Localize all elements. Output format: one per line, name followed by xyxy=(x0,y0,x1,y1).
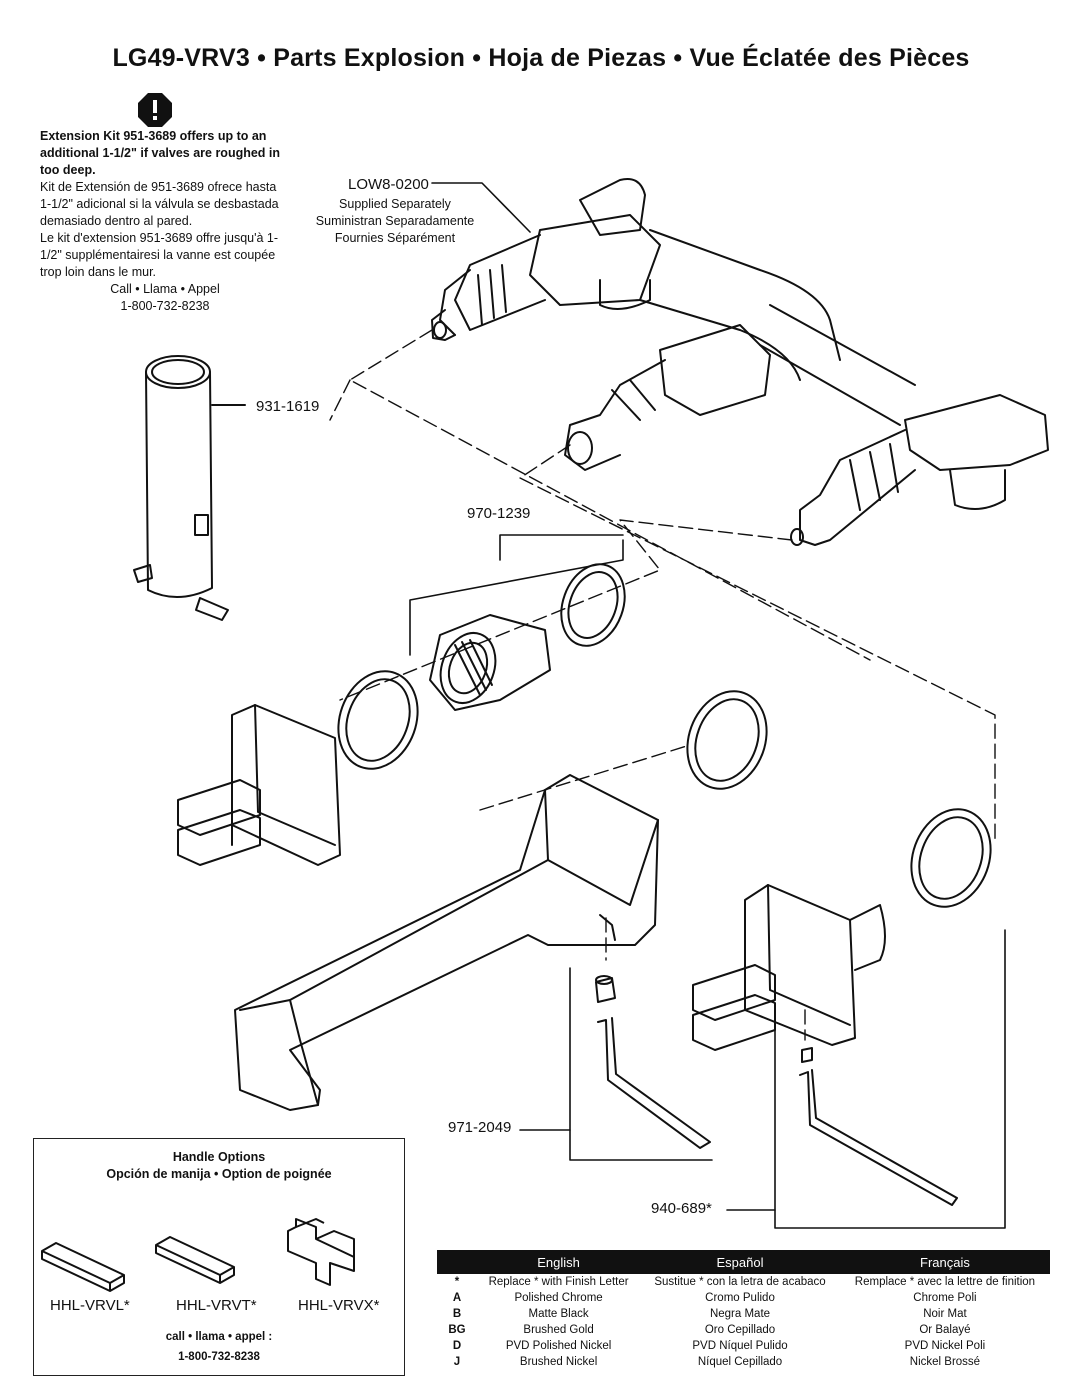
extension-kit-note: Extension Kit 951-3689 offers up to an a… xyxy=(40,128,290,315)
page-title: LG49-VRV3 • Parts Explosion • Hoja de Pi… xyxy=(112,44,970,72)
handle-call-phone: 1-800-732-8238 xyxy=(178,1351,260,1363)
extension-sleeve-drawing xyxy=(133,355,246,621)
table-row: J Brushed Nickel Níquel Cepillado Nickel… xyxy=(437,1354,1050,1370)
handle-option-lever: HHL-VRVL* xyxy=(50,1297,130,1314)
handle-options-panel: Handle Options Opción de manija • Option… xyxy=(33,1138,405,1376)
finish-english: Polished Chrome xyxy=(514,1292,603,1304)
set-screws-and-hex-keys xyxy=(595,975,958,1206)
finish-english: PVD Polished Nickel xyxy=(505,1340,612,1352)
handle-options-subtitle: Opción de manija • Option de poignée xyxy=(106,1167,332,1181)
handle-options-title: Handle Options xyxy=(172,1150,266,1164)
finish-french: Or Balayé xyxy=(919,1324,971,1336)
warning-octagon-icon xyxy=(138,93,172,127)
note-phone: 1-800-732-8238 xyxy=(120,299,210,313)
table-row: BG Brushed Gold Oro Cepillado Or Balayé xyxy=(437,1322,1050,1338)
table-row: * Replace * with Finish Letter Sustitue … xyxy=(437,1274,1050,1290)
finish-spanish: Níquel Cepillado xyxy=(697,1356,783,1368)
table-row: A Polished Chrome Cromo Pulido Chrome Po… xyxy=(437,1290,1050,1306)
note-spanish: Kit de Extensión de 951-3689 ofrece hast… xyxy=(40,180,279,228)
rough-in-valve-body xyxy=(431,178,1049,546)
finish-code: D xyxy=(452,1340,462,1352)
lever-handle-icon xyxy=(41,1242,125,1292)
finish-french: Noir Mat xyxy=(923,1308,967,1320)
handle-option-drawings xyxy=(41,1218,355,1292)
finish-french: Remplace * avec la lettre de finition xyxy=(854,1276,1036,1288)
handle-options-call: call • llama • appel : 1-800-732-8238 xyxy=(34,1327,404,1367)
finish-french: PVD Nickel Poli xyxy=(904,1340,986,1352)
table-row: B Matte Black Negra Mate Noir Mat xyxy=(437,1306,1050,1322)
t-handle-icon xyxy=(155,1236,235,1284)
finish-code: * xyxy=(454,1276,460,1288)
handle-option-cross: HHL-VRVX* xyxy=(298,1297,380,1314)
spout-drawing xyxy=(234,774,659,1111)
finish-spanish: PVD Níquel Pulido xyxy=(692,1340,788,1352)
cross-handle-icon xyxy=(287,1218,355,1286)
note-english: Extension Kit 951-3689 offers up to an a… xyxy=(40,129,281,177)
finish-code: B xyxy=(452,1308,462,1320)
leader-brackets xyxy=(431,182,1006,1229)
finish-english: Brushed Nickel xyxy=(519,1356,598,1368)
finish-french: Nickel Brossé xyxy=(909,1356,981,1368)
right-handle-drawing xyxy=(692,884,886,1051)
valve-note-fr: Fournies Séparément xyxy=(334,231,456,245)
handle-option-t: HHL-VRVT* xyxy=(176,1297,257,1314)
setscrew-part-number: 971-2049 xyxy=(448,1119,512,1136)
finish-code: BG xyxy=(448,1324,466,1336)
finish-header-code xyxy=(437,1250,477,1274)
finish-code: J xyxy=(453,1356,461,1368)
valve-supplied-separately: Supplied Separately Suministran Separada… xyxy=(305,196,485,247)
finish-code: A xyxy=(452,1292,462,1304)
sleeve-part-number: 931-1619 xyxy=(256,398,320,415)
left-handle-drawing xyxy=(177,704,341,866)
finish-english: Brushed Gold xyxy=(523,1324,594,1336)
kit-bracket-lines xyxy=(409,534,624,656)
rings-and-bushing xyxy=(337,563,992,908)
kit-part-number: 970-1239 xyxy=(467,505,531,522)
valve-note-en: Supplied Separately xyxy=(339,197,451,211)
finish-spanish: Negra Mate xyxy=(709,1308,771,1320)
note-french: Le kit d'extension 951-3689 offre jusqu'… xyxy=(40,231,279,279)
finish-spanish: Sustitue * con la letra de acabaco xyxy=(654,1276,826,1288)
valve-part-number: LOW8-0200 xyxy=(348,176,429,193)
valve-note-es: Suministran Separadamente xyxy=(315,214,475,228)
finish-english: Replace * with Finish Letter xyxy=(488,1276,629,1288)
finish-english: Matte Black xyxy=(528,1308,589,1320)
assembly-centerlines xyxy=(329,329,996,1041)
finish-table: English Español Français * Replace * wit… xyxy=(437,1250,1050,1370)
handle-call-label: call • llama • appel : xyxy=(165,1331,273,1343)
finish-spanish: Oro Cepillado xyxy=(704,1324,776,1336)
finish-french: Chrome Poli xyxy=(913,1292,977,1304)
handle-part-number: 940-689* xyxy=(651,1200,712,1217)
finish-spanish: Cromo Pulido xyxy=(705,1292,775,1304)
finish-table-header: English Español Français xyxy=(437,1250,1050,1274)
finish-header-english: English xyxy=(477,1250,641,1274)
note-call: Call • Llama • Appel xyxy=(110,282,220,296)
finish-header-french: Français xyxy=(839,1250,1050,1274)
handle-options-heading: Handle Options Opción de manija • Option… xyxy=(34,1149,404,1183)
table-row: D PVD Polished Nickel PVD Níquel Pulido … xyxy=(437,1338,1050,1354)
finish-header-spanish: Español xyxy=(640,1250,840,1274)
